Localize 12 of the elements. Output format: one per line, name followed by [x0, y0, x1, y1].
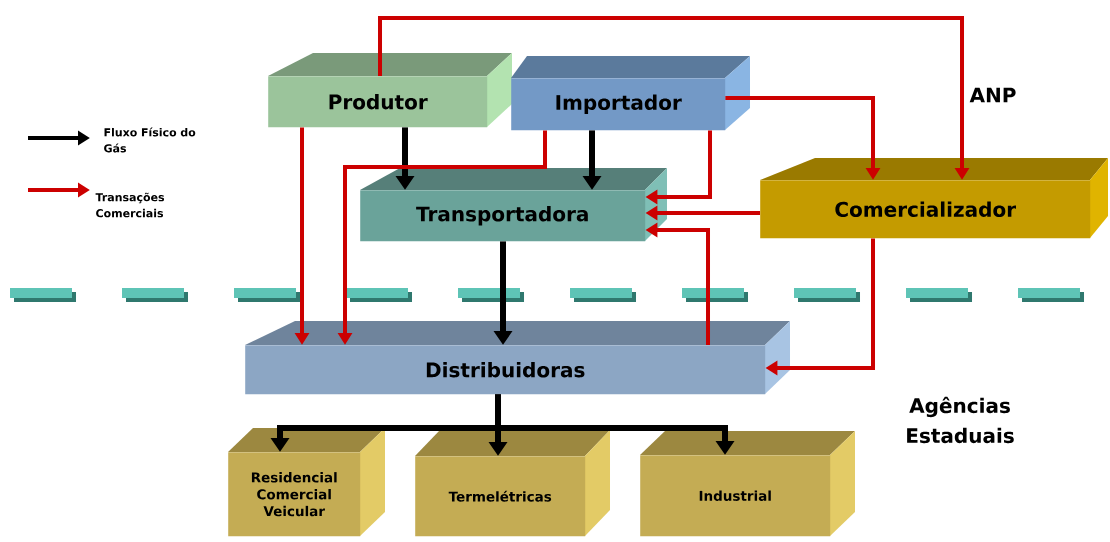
block-3d: Comercializador [760, 158, 1108, 239]
block-3d: Residencial Comercial Veicular [228, 428, 385, 537]
legend-text: Transações Comerciais [95, 192, 165, 218]
region-label: ANP [969, 87, 1016, 103]
block-3d: Produtor [268, 53, 512, 128]
block-3d: Transportadora [360, 168, 667, 242]
region-label: Agências Estaduais [907, 396, 1014, 444]
block-3d: Termelétricas [415, 430, 610, 537]
block-3d: Importador [511, 56, 750, 131]
block-3d: Distribuidoras [245, 321, 790, 395]
block-3d: Industrial [640, 431, 855, 537]
legend-text: Fluxo Físico do Gás [104, 127, 196, 153]
